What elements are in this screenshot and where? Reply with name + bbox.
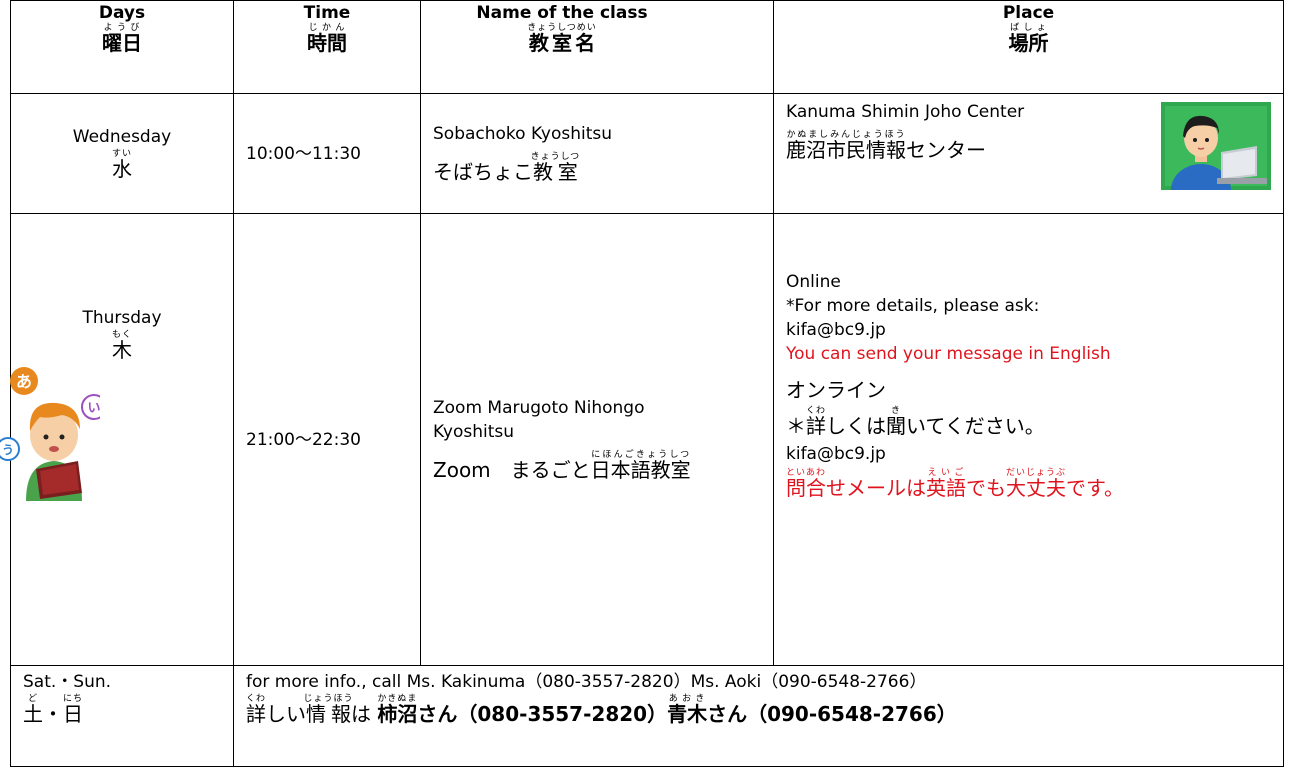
header-days-ja: 曜日ようび [102,23,142,55]
footer-days-en: Sat.・Sun. [23,672,112,692]
place-ja-note: 問合といあわせメールは英語えいごでも大丈夫だいじょうぶです。 [786,468,1125,500]
table-row: Sat.・Sun. 土ど・日にち for more info., call Ms… [10,665,1284,767]
header-days: Days 曜日ようび [10,0,234,94]
place-email: kifa@bc9.jp [786,320,886,340]
footer-days-ja: 土ど・日にち [23,694,84,726]
class-en-line2: Kyoshitsu [433,421,515,442]
class-ja: そばちょこ教室きょうしつ [433,151,581,184]
day-en: Thursday [82,308,162,328]
class-cell: Sobachoko Kyoshitsu そばちょこ教室きょうしつ [420,93,774,214]
time-text: 21:00～22:30 [246,429,361,450]
person-at-laptop-icon [1161,102,1271,190]
header-class-ja: 教室名きょうしつめい [527,23,597,55]
child-reading-book-icon: あ い う [0,367,100,501]
place-cell: Kanuma Shimin Joho Center 鹿沼市民情報かぬましみんじょ… [773,93,1284,214]
day-ja: 水すい [111,148,132,181]
footer-days-cell: Sat.・Sun. 土ど・日にち [10,665,234,767]
place-ja-ask: ＊詳くわしくは聞きいてください。 [786,406,1045,438]
svg-text:い: い [87,401,100,416]
table-row: Wednesday 水すい 10:00～11:30 Sobachoko Kyos… [10,93,1284,214]
schedule-table: Days 曜日ようび Time 時間じかん Name of the class … [10,0,1284,767]
place-english-note: You can send your message in English [786,344,1111,364]
place-ja: 鹿沼市民情報かぬましみんじょうほうセンター [786,130,986,162]
day-ja: 木もく [111,330,132,362]
header-time-ja: 時間じかん [307,23,347,55]
class-cell: Zoom Marugoto Nihongo Kyoshitsu Zoom まるご… [420,213,774,666]
header-time-en: Time [303,3,351,23]
day-cell: Wednesday 水すい [10,93,234,214]
svg-text:う: う [2,443,14,457]
footer-info-ja: 詳くわしい情報じょうほうは 柿沼かきぬまさん（080-3557-2820）青木あ… [246,694,957,726]
header-place: Place 場所ばしょ [773,0,1284,94]
table-row: Thursday 木もく 21:00～22:30 Zoom Marugoto N… [10,213,1284,666]
header-row: Days 曜日ようび Time 時間じかん Name of the class … [10,0,1284,94]
header-class-en: Name of the class [476,3,648,23]
time-text: 10:00～11:30 [246,143,361,164]
place-online: Online [786,272,841,292]
place-cell: Online *For more details, please ask: ki… [773,213,1284,666]
place-ja-email: kifa@bc9.jp [786,444,886,464]
class-en: Sobachoko Kyoshitsu [433,123,612,144]
place-ja-online: オンライン [786,378,886,402]
footer-info-cell: for more info., call Ms. Kakinuma（080-35… [233,665,1284,767]
svg-text:あ: あ [16,372,32,391]
header-days-en: Days [98,3,146,23]
day-en: Wednesday [72,126,172,147]
time-cell: 21:00～22:30 [233,213,421,666]
class-ja: Zoom まるごと日本語教室にほんごきょうしつ [433,449,691,482]
header-class: Name of the class 教室名きょうしつめい [420,0,774,94]
place-en: Kanuma Shimin Joho Center [786,102,1025,122]
place-ask: *For more details, please ask: [786,296,1040,316]
header-place-en: Place [1002,3,1055,23]
class-en-line1: Zoom Marugoto Nihongo [433,397,645,418]
footer-info-en: for more info., call Ms. Kakinuma（080-35… [246,672,927,692]
header-time: Time 時間じかん [233,0,421,94]
time-cell: 10:00～11:30 [233,93,421,214]
header-place-ja: 場所ばしょ [1008,23,1049,55]
